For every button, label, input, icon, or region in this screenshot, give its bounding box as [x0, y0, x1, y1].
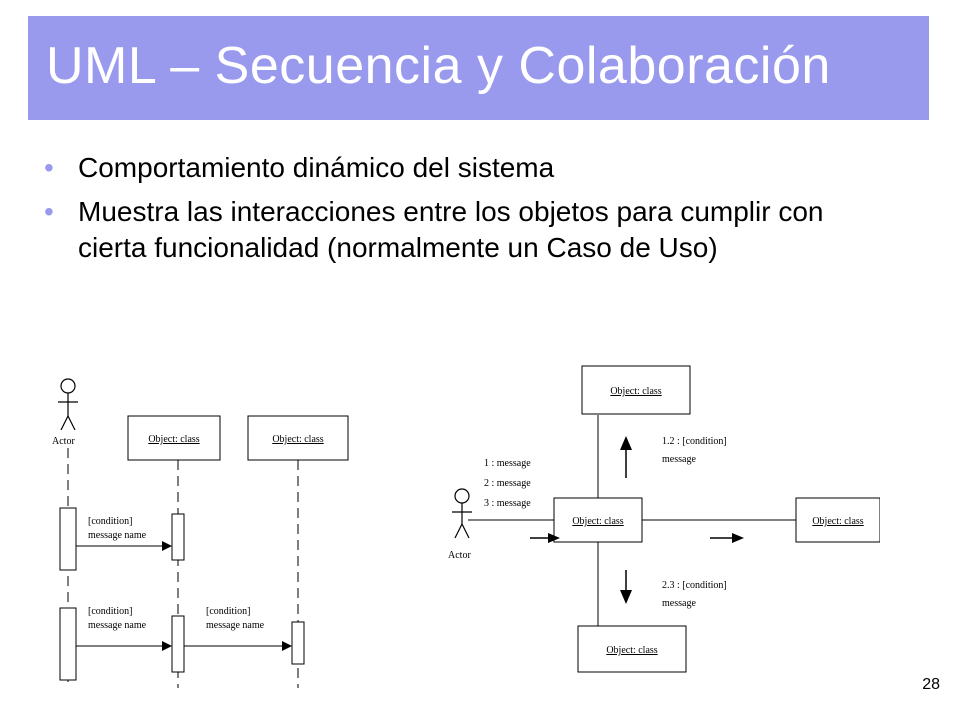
actor-icon [58, 378, 78, 431]
message-label: 1 : message [484, 458, 531, 469]
object-box [553, 497, 643, 543]
title-bar [28, 16, 929, 120]
bullet-icon: • [44, 196, 54, 227]
activation-bar [171, 615, 185, 673]
arrow-head-icon [620, 590, 632, 604]
activation-bar [291, 621, 305, 665]
arrow-head-icon [548, 533, 560, 543]
object-box [127, 415, 221, 461]
actor-icon [452, 488, 472, 539]
bullet-list: • Comportamiento dinámico del sistema • … [44, 150, 864, 274]
activation-bar [59, 507, 77, 571]
actor-label: Actor [448, 550, 471, 561]
message-name: message [662, 598, 696, 609]
object-box [581, 365, 691, 415]
message-label: 2 : message [484, 478, 531, 489]
arrow-head-icon [732, 533, 744, 543]
message-condition: [condition] [206, 606, 250, 617]
arrow-head-icon [162, 541, 172, 551]
message-label: 3 : message [484, 498, 531, 509]
arrow-head-icon [282, 641, 292, 651]
object-label: Object: class [272, 434, 323, 445]
message-name: message name [88, 620, 147, 631]
object-label: Object: class [610, 386, 661, 397]
bullet-item: • Comportamiento dinámico del sistema [44, 150, 864, 186]
object-label: Object: class [148, 434, 199, 445]
message-name: message name [88, 530, 147, 541]
message-label: 2.3 : [condition] [662, 580, 727, 591]
activation-bar [171, 513, 185, 561]
message-label: 1.2 : [condition] [662, 436, 727, 447]
collaboration-diagram: Object: class Object: class Object: clas… [448, 365, 880, 673]
slide-title: UML – Secuencia y Colaboración [46, 37, 831, 95]
object-box [795, 497, 880, 543]
arrow-head-icon [162, 641, 172, 651]
sequence-diagram: Actor Object: class Object: class [condi… [52, 378, 349, 688]
message-condition: [condition] [88, 516, 132, 527]
object-box [577, 625, 687, 673]
message-condition: [condition] [88, 606, 132, 617]
bullet-text: Muestra las interacciones entre los obje… [78, 196, 824, 263]
message-name: message name [206, 620, 265, 631]
activation-bar [59, 607, 77, 681]
page-number: 28 [922, 676, 940, 693]
object-label: Object: class [606, 645, 657, 656]
arrow-head-icon [620, 436, 632, 450]
message-name: message [662, 454, 696, 465]
object-label: Object: class [572, 516, 623, 527]
object-label: Object: class [812, 516, 863, 527]
object-box [247, 415, 349, 461]
bullet-icon: • [44, 152, 54, 183]
bullet-item: • Muestra las interacciones entre los ob… [44, 194, 864, 266]
actor-label: Actor [52, 436, 75, 447]
bullet-text: Comportamiento dinámico del sistema [78, 152, 555, 183]
